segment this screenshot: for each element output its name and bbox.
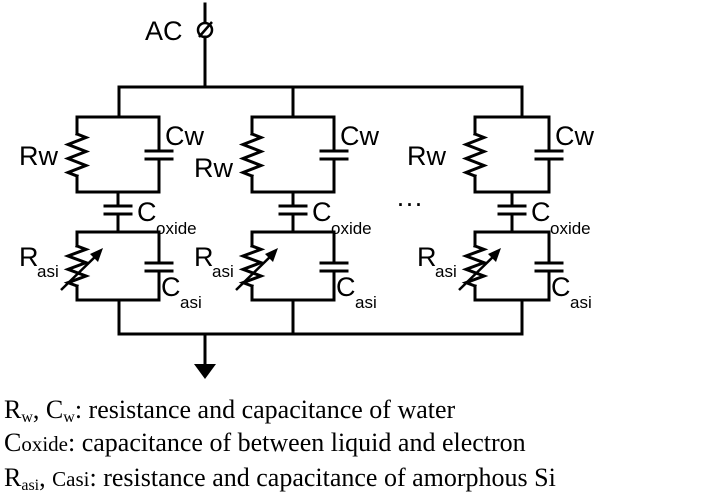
legend-rw-symbol: R bbox=[4, 395, 22, 424]
coxide-label: C bbox=[137, 197, 157, 227]
legend-row-oxide: Coxide: capacitance of between liquid an… bbox=[4, 426, 724, 461]
variable-arrow-icon bbox=[235, 248, 278, 291]
arrow-head bbox=[90, 248, 103, 262]
legend-cw-symbol: C bbox=[45, 395, 64, 424]
legend-cw-subscript: w bbox=[63, 409, 75, 426]
coxide-label: C bbox=[531, 197, 551, 227]
legend-row-asi: Rasi, Casi: resistance and capacitance o… bbox=[4, 461, 724, 496]
arrow-shaft bbox=[235, 251, 276, 291]
legend-separator-2: , bbox=[39, 463, 53, 492]
rasi-subscript: asi bbox=[435, 262, 457, 281]
ac-label: AC bbox=[145, 16, 183, 46]
arrow-head bbox=[488, 248, 501, 262]
legend-rasi-subscript: asi bbox=[21, 477, 40, 494]
legend: Rw, Cw: resistance and capacitance of wa… bbox=[4, 393, 724, 496]
legend-row-water: Rw, Cw: resistance and capacitance of wa… bbox=[4, 393, 724, 426]
coxide-subscript: oxide bbox=[156, 219, 197, 238]
casi-label: C bbox=[336, 272, 356, 302]
rw-label: Rw bbox=[407, 141, 446, 171]
cw-label: Cw bbox=[340, 121, 379, 151]
legend-casi-subscript: asi bbox=[66, 467, 90, 491]
rasi-label: R bbox=[417, 242, 437, 272]
casi-label: C bbox=[161, 272, 181, 302]
casi-subscript: asi bbox=[180, 293, 202, 312]
legend-oxide-text: : capacitance of between liquid and elec… bbox=[68, 428, 526, 457]
legend-rw-subscript: w bbox=[21, 409, 33, 426]
cw-label: Cw bbox=[165, 121, 204, 151]
arrow-head bbox=[265, 248, 278, 262]
rasi-label: R bbox=[194, 242, 214, 272]
legend-coxide-subscript: oxide bbox=[21, 432, 68, 456]
branches: RwCwCoxideRasiCasiRwCwCoxideRasiCasiRwCw… bbox=[19, 115, 594, 312]
rasi-subscript: asi bbox=[212, 262, 234, 281]
rw-label: Rw bbox=[194, 153, 233, 183]
rw-resistor-icon bbox=[63, 132, 91, 178]
variable-arrow-icon bbox=[458, 248, 501, 291]
cw-label: Cw bbox=[555, 121, 594, 151]
circuit-diagram: AC ··· RwCwCoxideRasiCasiRwCwCoxideRasiC… bbox=[19, 2, 594, 379]
ac-terminal-icon bbox=[196, 2, 214, 39]
rasi-label: R bbox=[19, 242, 39, 272]
arrow-shaft bbox=[60, 251, 101, 291]
rw-resistor-icon bbox=[461, 132, 489, 178]
legend-casi-symbol: C bbox=[52, 467, 67, 491]
ellipsis-label: ··· bbox=[396, 188, 423, 218]
ground-icon bbox=[194, 332, 216, 379]
arrow-shaft bbox=[458, 251, 499, 291]
coxide-subscript: oxide bbox=[331, 219, 372, 238]
rw-label: Rw bbox=[19, 141, 58, 171]
coxide-subscript: oxide bbox=[550, 219, 591, 238]
casi-subscript: asi bbox=[570, 293, 592, 312]
coxide-label: C bbox=[312, 197, 332, 227]
casi-subscript: asi bbox=[355, 293, 377, 312]
rw-resistor-icon bbox=[238, 132, 266, 178]
legend-separator: , bbox=[32, 395, 46, 424]
casi-label: C bbox=[551, 272, 571, 302]
legend-rasi-symbol: R bbox=[4, 463, 22, 492]
variable-arrow-icon bbox=[60, 248, 103, 291]
legend-water-text: : resistance and capacitance of water bbox=[74, 395, 456, 424]
legend-coxide-symbol: C bbox=[4, 428, 22, 457]
legend-asi-text: : resistance and capacitance of amorphou… bbox=[89, 463, 556, 492]
rasi-subscript: asi bbox=[37, 262, 59, 281]
